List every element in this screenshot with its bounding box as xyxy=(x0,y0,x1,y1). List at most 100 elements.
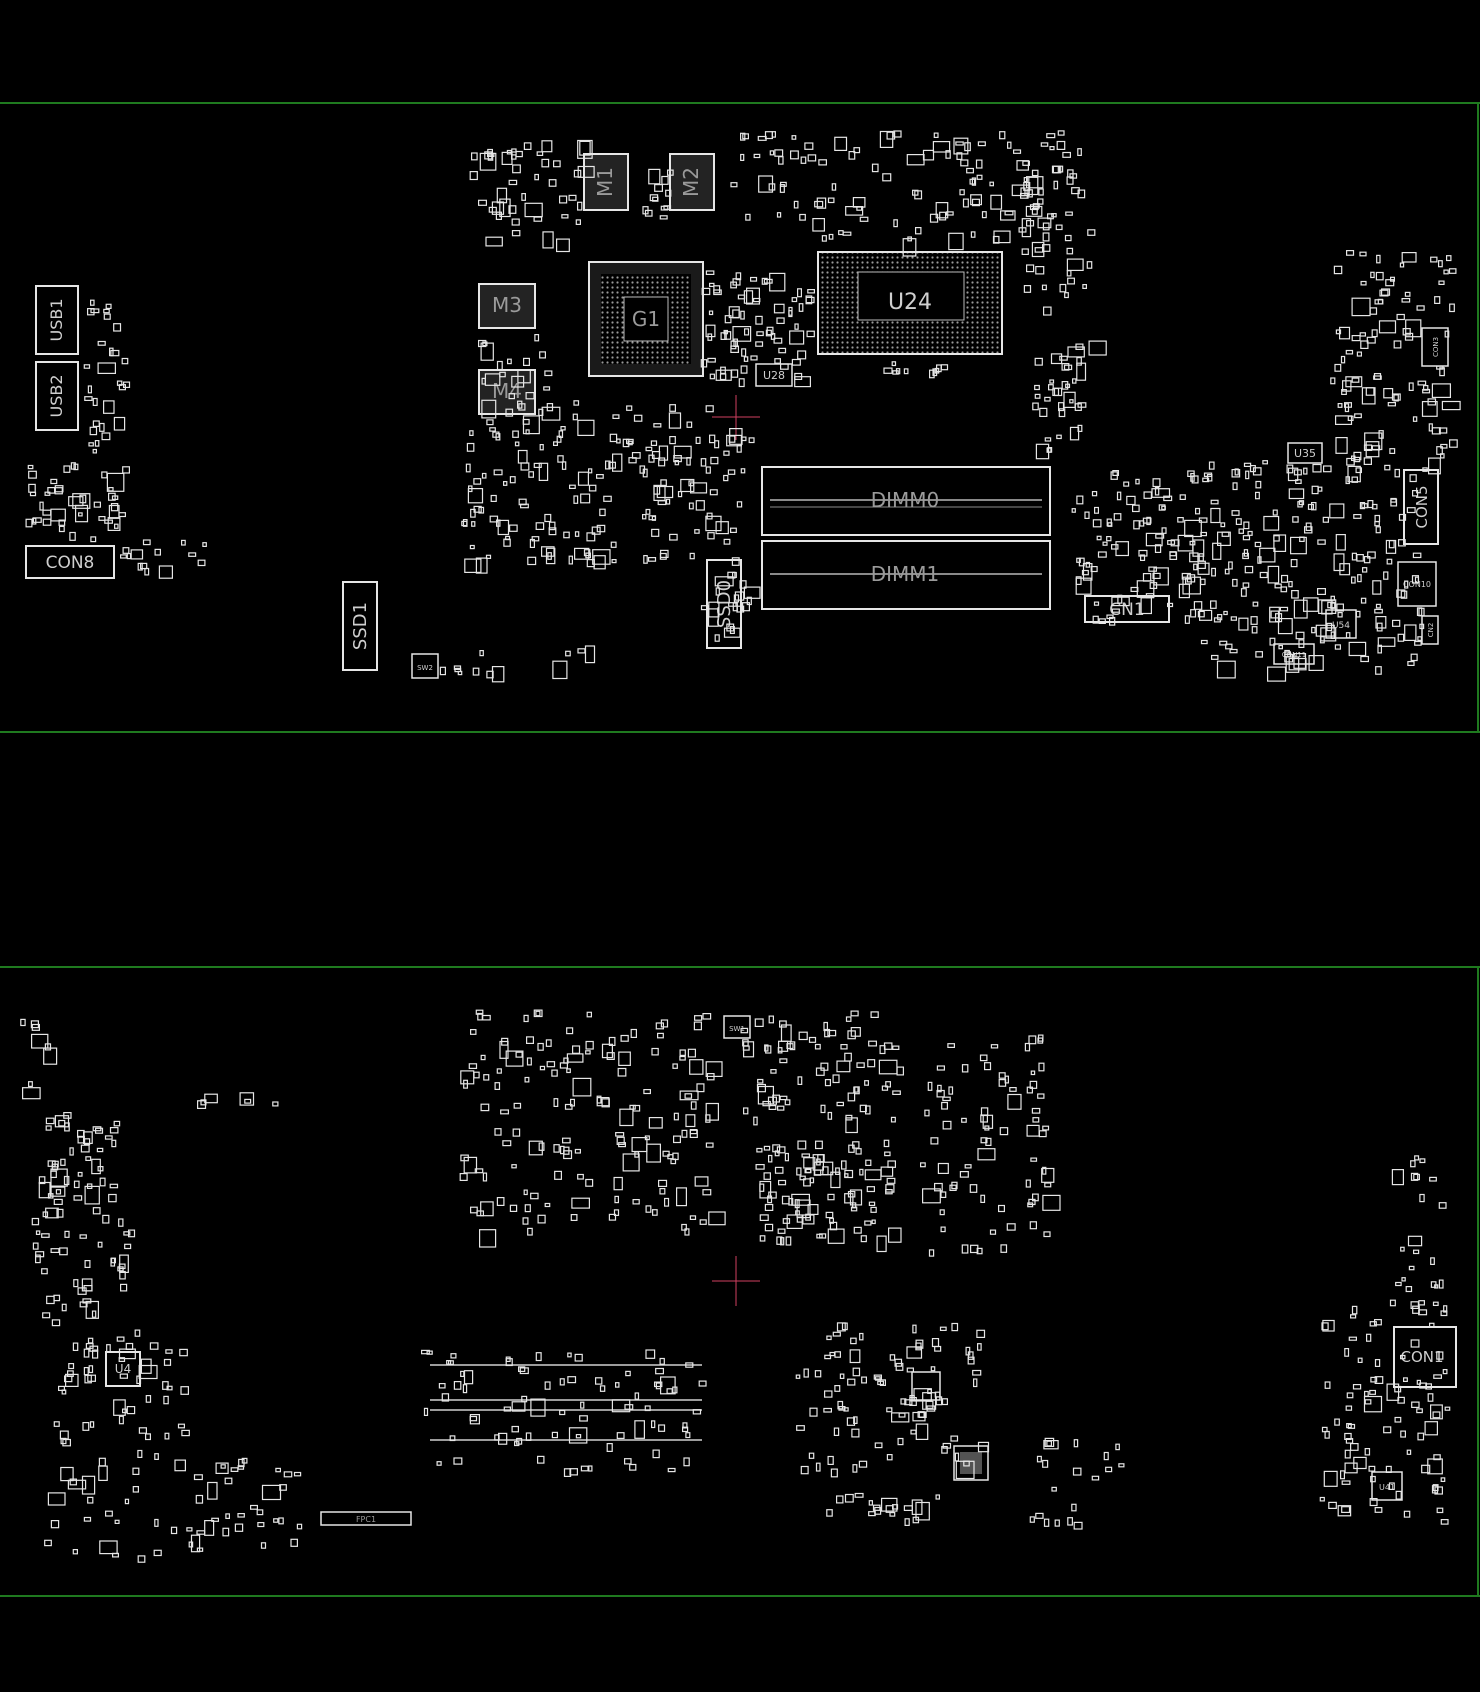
smd-pad[interactable] xyxy=(669,436,676,445)
smd-pad[interactable] xyxy=(511,1164,517,1169)
smd-pad[interactable] xyxy=(893,130,902,138)
smd-pad[interactable] xyxy=(508,205,517,214)
smd-pad[interactable] xyxy=(1229,648,1238,654)
smd-pad[interactable] xyxy=(113,1399,126,1416)
smd-pad[interactable] xyxy=(261,1484,282,1501)
smd-pad[interactable] xyxy=(99,1177,106,1187)
smd-pad[interactable] xyxy=(1434,296,1441,305)
smd-pad[interactable] xyxy=(914,190,923,200)
smd-pad[interactable] xyxy=(1374,514,1381,523)
smd-pad[interactable] xyxy=(856,1062,865,1069)
smd-pad[interactable] xyxy=(1374,1506,1383,1513)
smd-pad[interactable] xyxy=(1063,364,1073,371)
smd-pad[interactable] xyxy=(1071,1503,1077,1512)
smd-pad[interactable] xyxy=(1375,615,1387,629)
smd-pad[interactable] xyxy=(545,1039,552,1047)
smd-pad[interactable] xyxy=(927,1081,933,1091)
smd-pad[interactable] xyxy=(1072,1467,1082,1476)
smd-pad[interactable] xyxy=(105,303,112,309)
smd-pad[interactable] xyxy=(579,140,591,156)
smd-pad[interactable] xyxy=(868,1500,873,1506)
smd-pad[interactable] xyxy=(644,1405,651,1412)
smd-pad[interactable] xyxy=(104,1135,113,1140)
smd-pad[interactable] xyxy=(1153,567,1169,586)
smd-pad[interactable] xyxy=(873,1374,882,1380)
smd-pad[interactable] xyxy=(553,1098,559,1107)
smd-pad[interactable] xyxy=(511,218,520,226)
smd-pad[interactable] xyxy=(1339,563,1351,576)
smd-pad[interactable] xyxy=(768,1191,777,1199)
smd-pad[interactable] xyxy=(42,1312,51,1319)
smd-pad[interactable] xyxy=(913,1388,932,1402)
smd-pad[interactable] xyxy=(1023,285,1032,293)
smd-pad[interactable] xyxy=(912,1516,920,1524)
smd-pad[interactable] xyxy=(505,535,511,541)
smd-pad[interactable] xyxy=(149,1342,159,1350)
smd-pad[interactable] xyxy=(1278,644,1284,650)
smd-pad[interactable] xyxy=(1345,1437,1354,1444)
smd-pad[interactable] xyxy=(79,1234,87,1239)
smd-pad[interactable] xyxy=(823,1407,833,1413)
smd-pad[interactable] xyxy=(739,580,747,589)
smd-pad[interactable] xyxy=(588,484,597,492)
smd-pad[interactable] xyxy=(847,1378,856,1386)
smd-pad[interactable] xyxy=(1066,258,1084,272)
smd-pad[interactable] xyxy=(1110,544,1119,550)
smd-pad[interactable] xyxy=(1347,465,1361,483)
smd-pad[interactable] xyxy=(541,158,550,168)
smd-pad[interactable] xyxy=(1295,631,1305,640)
smd-pad[interactable] xyxy=(720,366,726,375)
smd-pad[interactable] xyxy=(1259,571,1268,579)
smd-pad[interactable] xyxy=(1417,380,1427,386)
smd-pad[interactable] xyxy=(110,503,119,512)
smd-pad[interactable] xyxy=(934,1345,942,1352)
smd-pad[interactable] xyxy=(650,1420,656,1429)
smd-pad[interactable] xyxy=(165,1349,173,1354)
smd-pad[interactable] xyxy=(59,1247,68,1256)
smd-pad[interactable] xyxy=(659,1187,666,1195)
smd-pad[interactable] xyxy=(658,1424,666,1432)
smd-pad[interactable] xyxy=(1030,1070,1036,1076)
smd-pad[interactable] xyxy=(689,1129,698,1139)
smd-pad[interactable] xyxy=(599,1385,606,1392)
smd-pad[interactable] xyxy=(586,532,596,542)
smd-pad[interactable] xyxy=(1148,566,1158,572)
smd-pad[interactable] xyxy=(852,1464,858,1473)
smd-pad[interactable] xyxy=(1427,457,1441,475)
smd-pad[interactable] xyxy=(757,135,767,141)
smd-pad[interactable] xyxy=(118,1415,124,1425)
smd-pad[interactable] xyxy=(1390,497,1397,503)
smd-pad[interactable] xyxy=(1025,176,1044,189)
smd-pad[interactable] xyxy=(1190,609,1197,618)
smd-pad[interactable] xyxy=(522,1217,529,1225)
smd-pad[interactable] xyxy=(1284,653,1294,663)
smd-pad[interactable] xyxy=(42,518,52,526)
smd-pad[interactable] xyxy=(1169,551,1178,561)
smd-pad[interactable] xyxy=(1430,1281,1437,1288)
smd-pad[interactable] xyxy=(742,1045,750,1051)
smd-pad[interactable] xyxy=(1223,610,1228,616)
smd-pad[interactable] xyxy=(118,1357,126,1362)
smd-pad[interactable] xyxy=(204,1093,218,1104)
smd-pad[interactable] xyxy=(109,1183,119,1189)
smd-pad[interactable] xyxy=(804,1168,812,1174)
smd-pad[interactable] xyxy=(934,1391,941,1398)
smd-pad[interactable] xyxy=(88,442,94,447)
smd-pad[interactable] xyxy=(202,542,207,548)
smd-pad[interactable] xyxy=(1359,332,1366,337)
smd-pad[interactable] xyxy=(1374,608,1383,614)
smd-pad[interactable] xyxy=(675,1187,687,1207)
smd-pad[interactable] xyxy=(1286,464,1294,474)
smd-pad[interactable] xyxy=(694,529,700,534)
smd-pad[interactable] xyxy=(1042,1125,1050,1131)
smd-pad[interactable] xyxy=(142,539,151,546)
smd-pad[interactable] xyxy=(1318,599,1337,615)
smd-pad[interactable] xyxy=(1422,467,1428,472)
smd-pad[interactable] xyxy=(720,332,727,340)
smd-pad[interactable] xyxy=(1442,1368,1448,1375)
smd-pad[interactable] xyxy=(58,1119,66,1127)
smd-pad[interactable] xyxy=(162,1381,169,1390)
smd-pad[interactable] xyxy=(686,457,691,466)
cn2-connector[interactable]: CN2 xyxy=(1421,615,1439,645)
smd-pad[interactable] xyxy=(797,1140,807,1150)
